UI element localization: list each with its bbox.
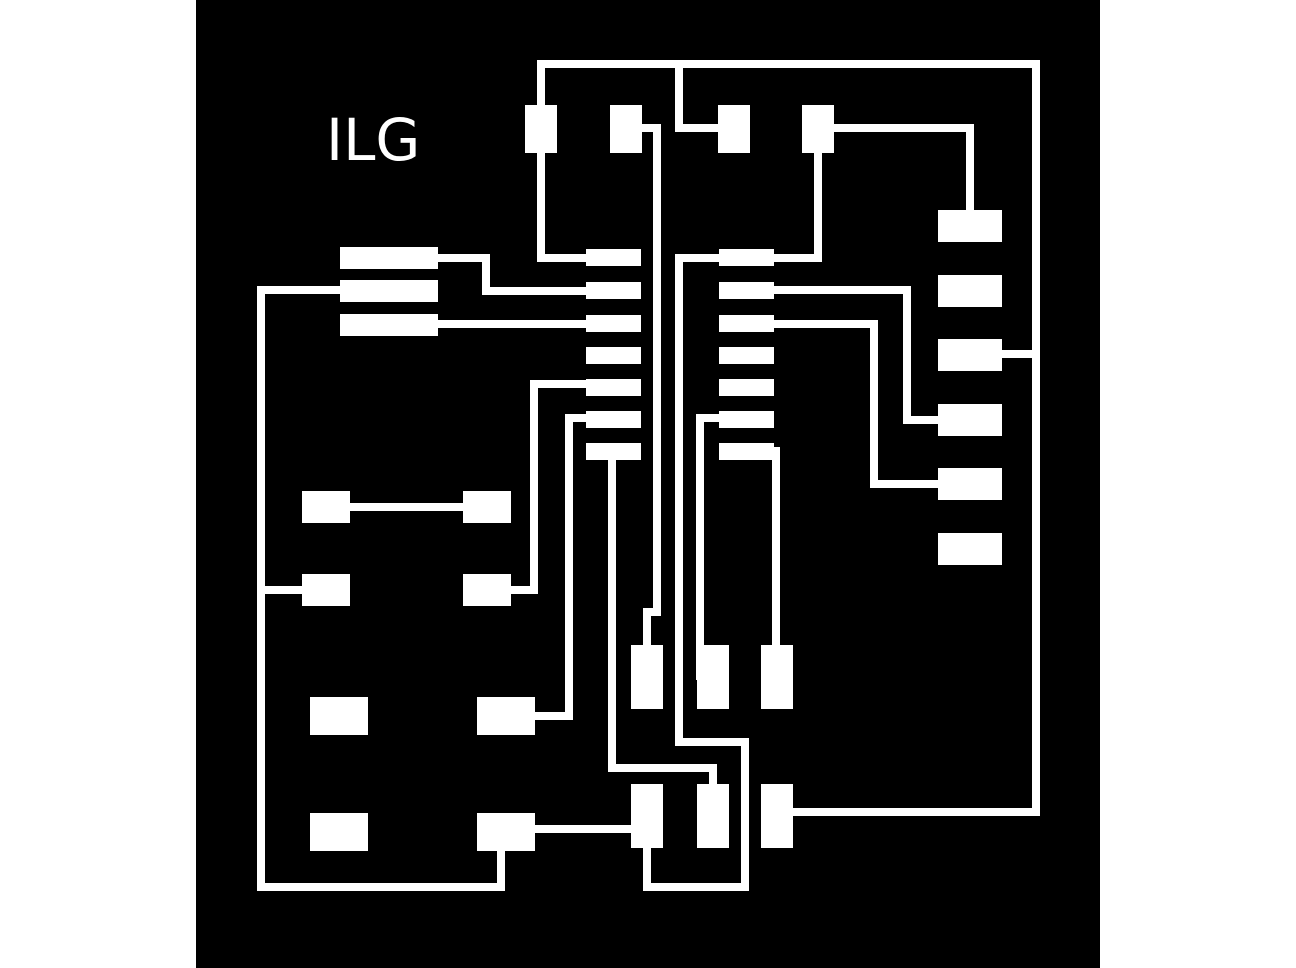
pad — [586, 315, 641, 332]
pad — [761, 784, 793, 848]
pad — [938, 468, 1002, 500]
pad — [718, 105, 750, 153]
pad — [340, 280, 438, 302]
pad — [802, 105, 834, 153]
pad — [761, 645, 793, 709]
trace — [675, 60, 738, 132]
trace — [537, 60, 1040, 816]
trace — [257, 286, 505, 891]
pad — [586, 282, 641, 299]
pad — [463, 491, 511, 523]
copper-traces — [257, 60, 1040, 891]
pad — [302, 574, 350, 606]
pad — [697, 784, 729, 848]
pad — [340, 247, 438, 269]
pad — [719, 282, 774, 299]
pad — [719, 347, 774, 364]
pad — [525, 105, 557, 153]
pad — [586, 443, 641, 460]
trace — [622, 124, 661, 680]
trace — [434, 254, 616, 295]
pad — [631, 784, 663, 848]
pad — [938, 339, 1002, 371]
pad — [719, 379, 774, 396]
pad — [477, 697, 535, 735]
pad — [586, 379, 641, 396]
pad — [938, 533, 1002, 565]
pad — [938, 275, 1002, 307]
pad — [586, 411, 641, 428]
pad — [310, 697, 368, 735]
pad — [719, 249, 774, 266]
copper-pads — [302, 105, 1002, 851]
pad — [719, 411, 774, 428]
pad — [719, 315, 774, 332]
pad — [938, 210, 1002, 242]
pad — [463, 574, 511, 606]
pad — [938, 404, 1002, 436]
pad — [719, 443, 774, 460]
trace — [643, 254, 749, 891]
pad — [310, 813, 368, 851]
pad — [631, 645, 663, 709]
pad — [697, 645, 729, 709]
pad — [302, 491, 350, 523]
pad — [586, 249, 641, 266]
pad — [477, 813, 535, 851]
board-label: ILG — [326, 106, 420, 174]
pad — [340, 314, 438, 336]
pad — [610, 105, 642, 153]
trace — [814, 124, 974, 230]
trace — [741, 320, 974, 488]
pad — [586, 347, 641, 364]
